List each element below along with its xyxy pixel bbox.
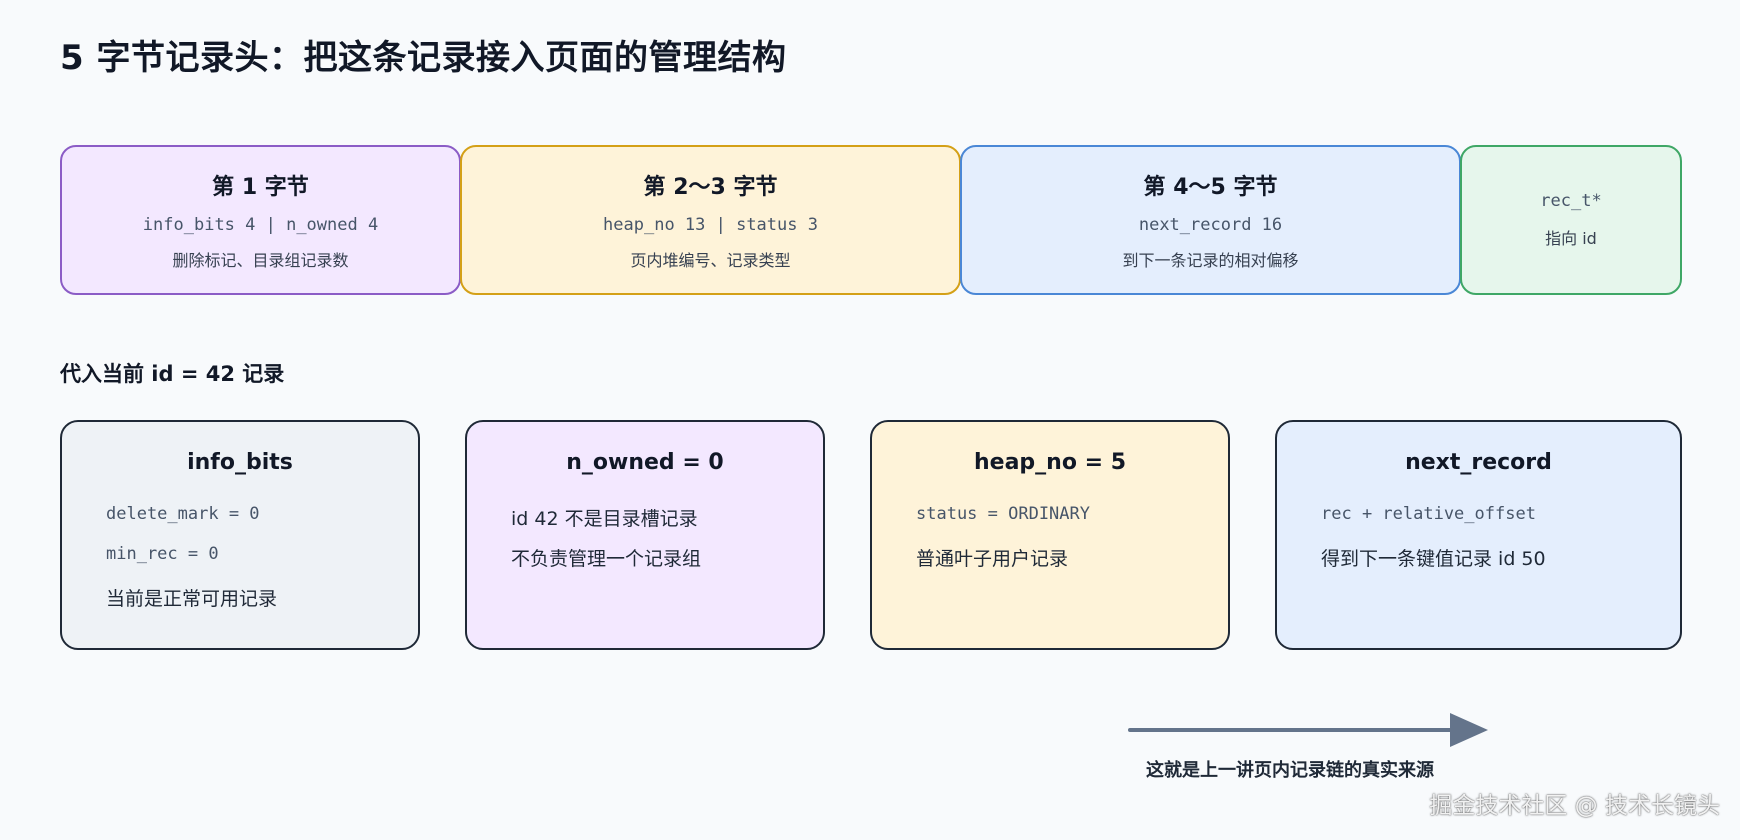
info-bits-note: 当前是正常可用记录	[106, 588, 278, 610]
rec-pointer-box: rec_t* 指向 id	[1460, 145, 1682, 295]
rec-pointer-desc: 指向 id	[1545, 229, 1597, 248]
byte-1-box: 第 1 字节 info_bits 4 | n_owned 4 删除标记、目录组记…	[60, 145, 461, 295]
heap-no-note: 普通叶子用户记录	[916, 548, 1069, 570]
info-bits-box: info_bits delete_mark = 0 min_rec = 0 当前…	[60, 420, 420, 650]
n-owned-note-2: 不负责管理一个记录组	[511, 548, 702, 570]
next-record-heading: next_record	[1405, 450, 1552, 475]
byte-4-5-desc: 到下一条记录的相对偏移	[1122, 251, 1299, 270]
byte-2-3-fields: heap_no 13 | status 3	[603, 215, 818, 235]
heap-no-heading: heap_no = 5	[973, 450, 1126, 475]
byte-4-5-box: 第 4～5 字节 next_record 16 到下一条记录的相对偏移	[960, 145, 1461, 295]
next-record-box: next_record rec + relative_offset 得到下一条键…	[1275, 420, 1682, 650]
n-owned-box: n_owned = 0 id 42 不是目录槽记录 不负责管理一个记录组	[465, 420, 825, 650]
page-title: 5 字节记录头：把这条记录接入页面的管理结构	[60, 38, 787, 78]
delete-mark-value: delete_mark = 0	[106, 504, 260, 524]
n-owned-note-1: id 42 不是目录槽记录	[511, 508, 698, 530]
byte-1-desc: 删除标记、目录组记录数	[172, 251, 349, 270]
min-rec-value: min_rec = 0	[106, 544, 219, 564]
arrow-caption: 这就是上一讲页内记录链的真实来源	[1146, 760, 1434, 781]
n-owned-heading: n_owned = 0	[566, 450, 724, 475]
watermark: 掘金技术社区 @ 技术长镜头	[1429, 793, 1720, 819]
info-bits-heading: info_bits	[187, 450, 293, 475]
status-value: status = ORDINARY	[916, 504, 1090, 524]
byte-1-fields: info_bits 4 | n_owned 4	[142, 215, 379, 235]
byte-2-3-heading: 第 2～3 字节	[643, 175, 778, 200]
byte-2-3-desc: 页内堆编号、记录类型	[630, 251, 791, 270]
byte-4-5-heading: 第 4～5 字节	[1143, 175, 1278, 200]
byte-2-3-box: 第 2～3 字节 heap_no 13 | status 3 页内堆编号、记录类…	[460, 145, 961, 295]
byte-4-5-fields: next_record 16	[1138, 215, 1283, 235]
next-record-note: 得到下一条键值记录 id 50	[1321, 548, 1546, 570]
next-record-formula: rec + relative_offset	[1321, 504, 1536, 524]
byte-1-heading: 第 1 字节	[212, 175, 309, 200]
right-arrow-icon	[1128, 713, 1488, 747]
heap-no-box: heap_no = 5 status = ORDINARY 普通叶子用户记录	[870, 420, 1230, 650]
section-label: 代入当前 id = 42 记录	[60, 362, 285, 386]
rec-pointer-type: rec_t*	[1540, 191, 1602, 211]
